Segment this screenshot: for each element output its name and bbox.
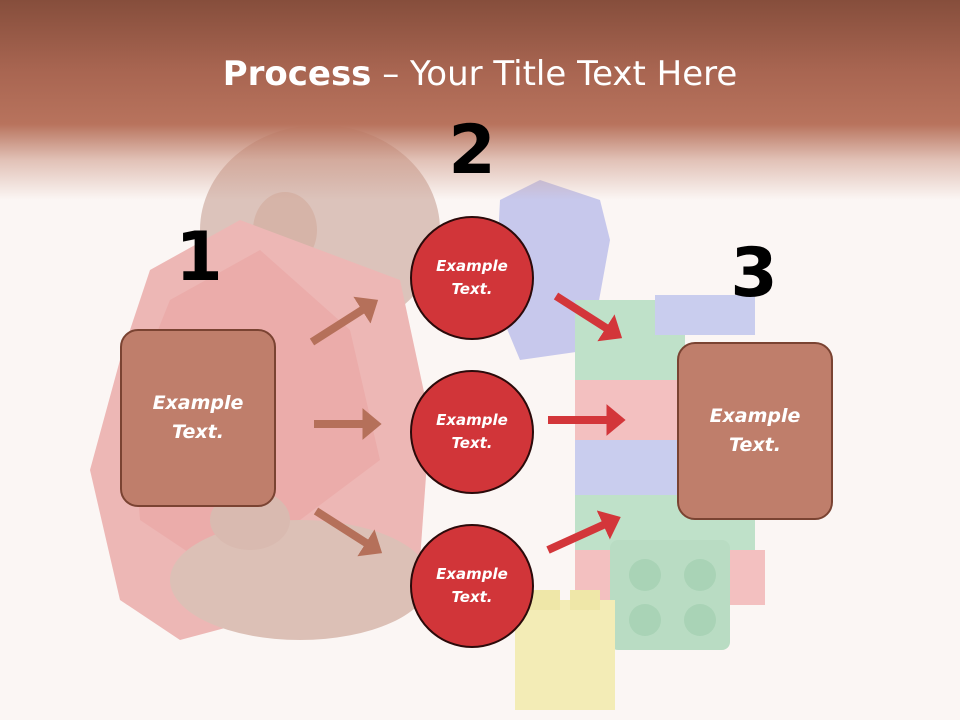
arrow-right-top	[553, 292, 623, 342]
arrow-left-top	[309, 296, 379, 346]
slide-title: Process – Your Title Text Here	[0, 52, 960, 96]
arrow-right-bottom	[546, 510, 621, 554]
step-number-3: 3	[730, 234, 778, 313]
title-rest: – Your Title Text Here	[371, 54, 738, 94]
right-text-box: Example Text.	[677, 342, 833, 520]
step-number-2: 2	[448, 111, 496, 190]
circle-bottom: Example Text.	[410, 524, 534, 648]
title-bold: Process	[222, 54, 372, 94]
circle-top-text: Example Text.	[436, 257, 508, 298]
right-box-text: Example Text.	[709, 405, 801, 456]
circle-middle-text: Example Text.	[436, 411, 508, 452]
arrow-left-bottom	[313, 507, 383, 557]
circle-middle: Example Text.	[410, 370, 534, 494]
title-band	[0, 0, 960, 200]
left-box-text: Example Text.	[152, 392, 244, 443]
step-number-1: 1	[175, 218, 223, 297]
left-text-box: Example Text.	[120, 329, 276, 507]
circle-top: Example Text.	[410, 216, 534, 340]
circle-bottom-text: Example Text.	[436, 565, 508, 606]
